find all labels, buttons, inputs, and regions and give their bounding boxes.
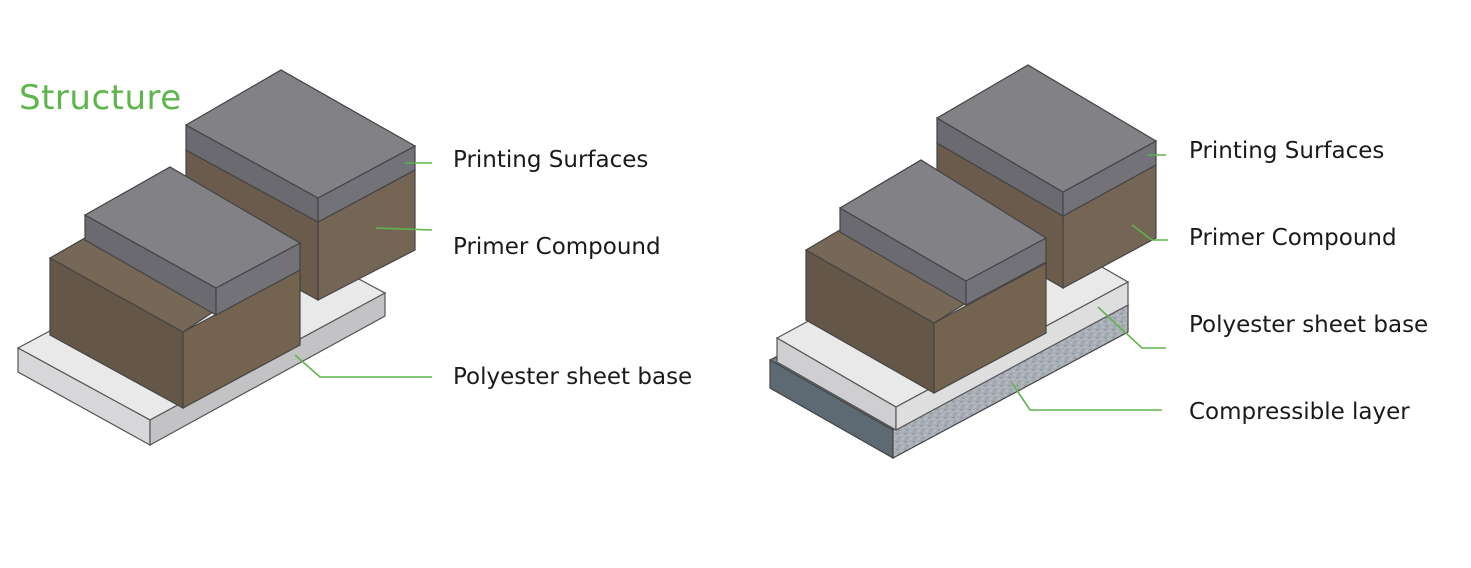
left-leader-polyester-sheet-base	[294, 354, 432, 378]
left-label-polyester-sheet-base: Polyester sheet base	[453, 364, 693, 390]
right-leader-primer-compound	[1131, 224, 1168, 241]
right-leader-compressible-layer	[1011, 382, 1162, 411]
right-label-polyester-sheet-base: Polyester sheet base	[1189, 312, 1429, 338]
right-label-compressible-layer: Compressible layer	[1189, 399, 1410, 425]
right-plate-illustration	[768, 64, 1168, 460]
right-leader-lines	[1011, 154, 1168, 411]
right-label-primer-compound: Primer Compound	[1189, 225, 1397, 251]
left-leader-lines	[294, 162, 433, 378]
right-front-block	[804, 159, 1048, 395]
left-plate-illustration	[16, 69, 433, 447]
right-leader-polyester-sheet-base	[1097, 306, 1166, 349]
diagram-title: Structure	[19, 78, 182, 118]
left-leader-primer-compound	[375, 227, 433, 231]
left-label-printing-surfaces: Printing Surfaces	[453, 147, 649, 173]
left-label-primer-compound: Primer Compound	[453, 234, 661, 260]
right-label-printing-surfaces: Printing Surfaces	[1189, 138, 1385, 164]
left-front-block	[48, 166, 302, 410]
